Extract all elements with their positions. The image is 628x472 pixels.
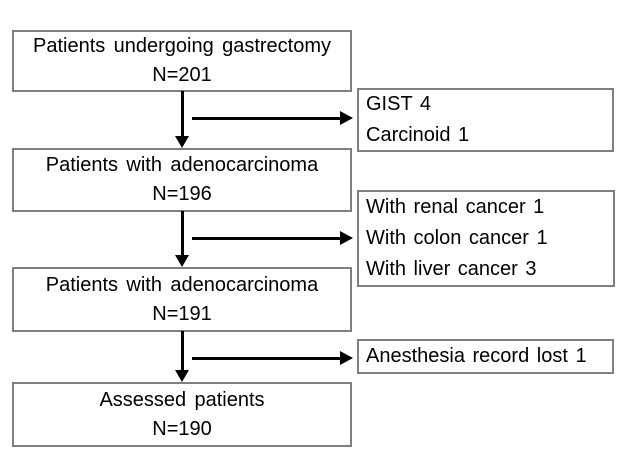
box-count: N=190: [152, 417, 212, 440]
exclusion-line: Carcinoid 1: [366, 124, 470, 146]
arrow-down-2-head: [175, 255, 189, 267]
box-title: Patients with adenocarcinoma: [45, 273, 319, 296]
exclusion-line: With colon cancer 1: [366, 227, 548, 249]
arrow-down-3-head: [175, 370, 189, 382]
exclusion-line: GIST 4: [366, 93, 431, 115]
box-excluded-record-lost: Anesthesia record lost 1: [357, 339, 614, 374]
arrow-right-3-head: [340, 351, 353, 365]
arrow-right-1-head: [340, 111, 353, 125]
box-patients-undergoing-gastrectomy: Patients undergoing gastrectomy N=201: [12, 30, 352, 92]
box-count: N=191: [152, 302, 212, 325]
box-excluded-other-cancers: With renal cancer 1 With colon cancer 1 …: [357, 190, 615, 287]
arrow-down-1-head: [175, 136, 189, 148]
exclusion-line: With renal cancer 1: [366, 196, 545, 218]
exclusion-line: With liver cancer 3: [366, 258, 537, 280]
box-title: Patients with adenocarcinoma: [45, 154, 319, 176]
arrow-down-3: [181, 331, 184, 371]
box-assessed-patients: Assessed patients N=190: [12, 382, 352, 447]
arrow-right-2: [192, 237, 340, 240]
box-patients-with-adenocarcinoma-191: Patients with adenocarcinoma N=191: [12, 267, 352, 332]
box-excluded-gist-carcinoid: GIST 4 Carcinoid 1: [357, 88, 614, 152]
arrow-down-1: [181, 91, 184, 137]
arrow-right-1: [192, 117, 340, 120]
box-title: Assessed patients: [99, 388, 265, 411]
box-count: N=201: [152, 64, 212, 86]
box-patients-with-adenocarcinoma-196: Patients with adenocarcinoma N=196: [12, 148, 352, 212]
arrow-right-2-head: [340, 231, 353, 245]
exclusion-line: Anesthesia record lost 1: [366, 345, 587, 367]
box-title: Patients undergoing gastrectomy: [33, 35, 331, 57]
arrow-down-2: [181, 211, 184, 256]
box-count: N=196: [152, 183, 212, 205]
arrow-right-3: [192, 357, 340, 360]
